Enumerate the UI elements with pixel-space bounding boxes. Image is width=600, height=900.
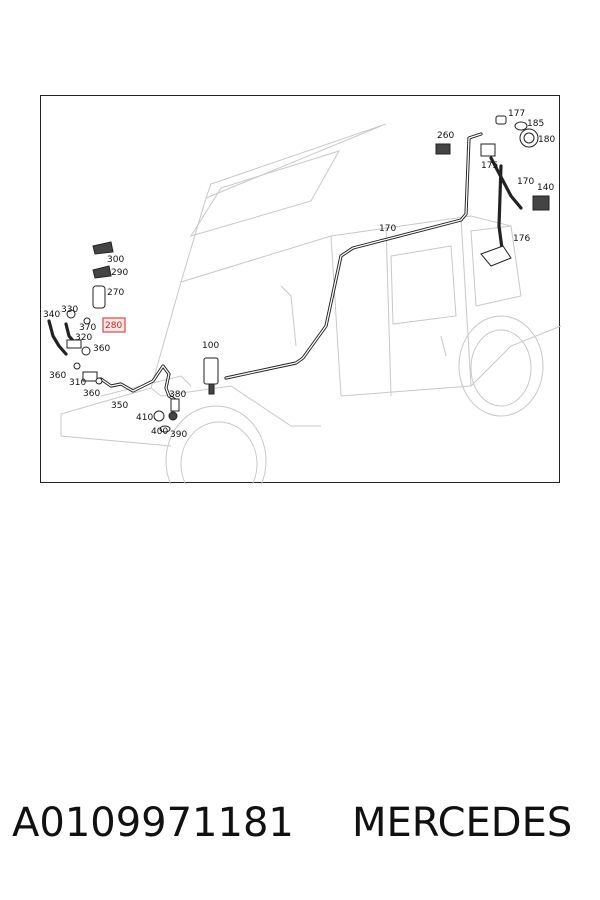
brand-name: MERCEDES — [352, 800, 573, 846]
label-300[interactable]: 300 — [107, 255, 124, 265]
part-360c — [95, 377, 103, 385]
label-180[interactable]: 180 — [538, 135, 555, 145]
label-310[interactable]: 310 — [69, 378, 86, 388]
label-380[interactable]: 380 — [169, 390, 186, 400]
part-260 — [435, 143, 451, 155]
label-280[interactable]: 280 — [105, 321, 122, 331]
part-177 — [495, 115, 507, 125]
highlight-box — [102, 317, 126, 333]
vehicle-outline — [60, 123, 561, 484]
part-410 — [153, 410, 165, 422]
label-360-upper[interactable]: 360 — [93, 344, 110, 354]
label-290[interactable]: 290 — [111, 268, 128, 278]
part-400 — [159, 425, 171, 433]
label-170-right[interactable]: 170 — [517, 177, 534, 187]
part-320 — [66, 339, 82, 349]
label-100[interactable]: 100 — [202, 341, 219, 351]
label-330[interactable]: 330 — [61, 305, 78, 315]
label-390[interactable]: 390 — [170, 430, 187, 440]
label-350[interactable]: 350 — [111, 401, 128, 411]
label-170-center[interactable]: 170 — [379, 224, 396, 234]
parts-diagram: 177 185 180 260 175 170 140 170 176 300 … — [40, 95, 561, 484]
part-number: A0109971181 — [12, 800, 294, 846]
part-390 — [168, 411, 178, 421]
part-360a — [73, 362, 81, 370]
part-300 — [92, 241, 114, 255]
label-176[interactable]: 176 — [513, 234, 530, 244]
label-340[interactable]: 340 — [43, 310, 60, 320]
label-360-left[interactable]: 360 — [49, 371, 66, 381]
product-footer: A0109971181 MERCEDES — [0, 800, 600, 860]
part-185 — [514, 121, 528, 131]
part-270 — [92, 285, 106, 309]
label-177[interactable]: 177 — [508, 109, 525, 119]
label-185[interactable]: 185 — [527, 119, 544, 129]
part-100 — [203, 357, 219, 385]
part-380 — [170, 398, 180, 412]
part-290 — [92, 265, 112, 279]
label-320[interactable]: 320 — [75, 333, 92, 343]
part-310 — [82, 371, 98, 382]
label-140[interactable]: 140 — [537, 183, 554, 193]
label-410[interactable]: 410 — [136, 413, 153, 423]
label-175[interactable]: 175 — [481, 161, 498, 171]
part-370 — [83, 317, 91, 325]
label-270[interactable]: 270 — [107, 288, 124, 298]
parts — [66, 115, 550, 433]
label-360-lower[interactable]: 360 — [83, 389, 100, 399]
diagram-svg: 177 185 180 260 175 170 140 170 176 300 … — [43, 109, 561, 484]
part-labels: 177 185 180 260 175 170 140 170 176 300 … — [43, 109, 555, 440]
label-400[interactable]: 400 — [151, 427, 168, 437]
part-330 — [66, 309, 76, 319]
part-176 — [480, 245, 512, 267]
part-140 — [532, 195, 550, 211]
washer-hoses — [47, 132, 523, 403]
label-260[interactable]: 260 — [437, 131, 454, 141]
part-175 — [480, 143, 496, 157]
label-370[interactable]: 370 — [79, 323, 96, 333]
part-360b — [81, 346, 91, 356]
